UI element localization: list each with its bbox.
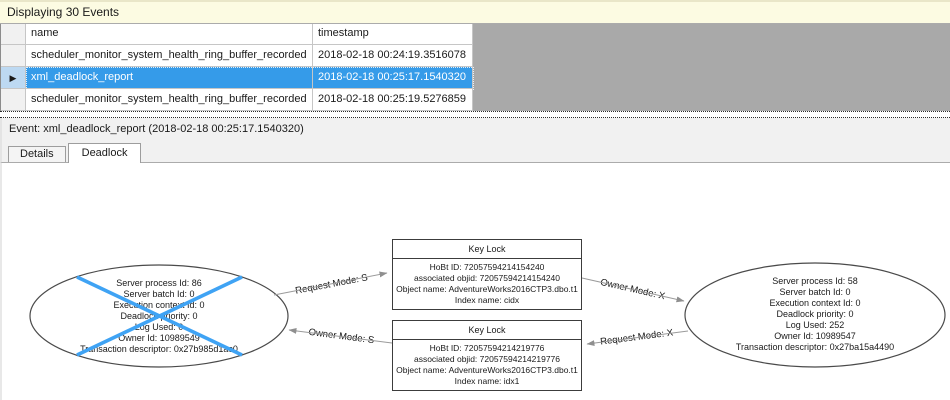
lock-line: HoBt ID: 72057594214219776 [429,343,545,353]
current-row-arrow-icon: ▶ [9,73,17,83]
key-lock-node-idx1[interactable]: Key Lock HoBt ID: 72057594214219776 asso… [392,320,582,391]
event-title: Event: xml_deadlock_report (2018-02-18 0… [9,123,304,135]
lock-title: Key Lock [393,240,581,259]
lock-line: Index name: cidx [454,295,520,305]
lock-line: Index name: idx1 [454,376,520,386]
column-header-name[interactable]: name [26,24,313,45]
events-count-text: Displaying 30 Events [7,5,120,19]
event-row[interactable]: scheduler_monitor_system_health_ring_buf… [1,89,950,111]
process-line: Owner Id: 10989549 [118,333,200,343]
row-selector-cell[interactable] [1,45,26,67]
events-count-bar: Displaying 30 Events [0,0,950,24]
pane-splitter[interactable] [0,111,950,118]
event-name-cell[interactable]: scheduler_monitor_system_health_ring_buf… [26,45,313,67]
row-selector-cell[interactable]: ▶ [1,67,26,89]
process-line: Server batch Id: 0 [123,289,195,299]
process-line: Execution context Id: 0 [113,300,205,310]
tab-deadlock[interactable]: Deadlock [67,143,142,163]
lock-line: Object name: AdventureWorks2016CTP3.dbo.… [396,284,578,294]
key-lock-node-cidx[interactable]: Key Lock HoBt ID: 72057594214154240 asso… [392,239,582,310]
process-line: Execution context Id: 0 [769,298,861,308]
event-timestamp-cell[interactable]: 2018-02-18 00:24:19.3516078 [313,45,473,67]
victim-process-details: Server process Id: 86 Server batch Id: 0… [59,278,259,355]
process-line: Deadlock priority: 0 [776,309,854,319]
lock-line: HoBt ID: 72057594214154240 [429,262,545,272]
lock-line: associated objid: 72057594214154240 [413,273,561,283]
process-line: Server batch Id: 0 [779,287,851,297]
lock-title: Key Lock [393,321,581,340]
event-name-cell[interactable]: scheduler_monitor_system_health_ring_buf… [26,89,313,111]
row-selector-cell[interactable] [1,89,26,111]
events-grid: name timestamp scheduler_monitor_system_… [0,24,950,111]
deadlock-graph-pane: Server process Id: 86 Server batch Id: 0… [0,162,950,400]
process-line: Deadlock priority: 0 [120,311,198,321]
column-header-timestamp[interactable]: timestamp [313,24,473,45]
event-timestamp-cell[interactable]: 2018-02-18 00:25:17.1540320 [313,67,473,89]
event-timestamp-cell[interactable]: 2018-02-18 00:25:19.5276859 [313,89,473,111]
process-line: Log Used: 0 [134,322,184,332]
process-line: Owner Id: 10989547 [774,331,856,341]
process-line: Log Used: 252 [785,320,845,330]
process-line: Server process Id: 86 [116,278,202,288]
process-line: Server process Id: 58 [772,276,858,286]
lock-line: associated objid: 72057594214219776 [413,354,561,364]
process-line: Transaction descriptor: 0x27ba15a4490 [735,342,895,352]
lock-line: Object name: AdventureWorks2016CTP3.dbo.… [396,365,578,375]
detail-tabs: Details Deadlock [8,143,143,163]
event-row-selected[interactable]: ▶ xml_deadlock_report 2018-02-18 00:25:1… [1,67,950,90]
tab-details[interactable]: Details [8,146,66,162]
process-node-ellipse[interactable] [684,262,946,368]
process-line: Transaction descriptor: 0x27b985d1ac0 [80,344,238,354]
event-row[interactable]: scheduler_monitor_system_health_ring_buf… [1,45,950,67]
event-name-cell[interactable]: xml_deadlock_report [26,67,313,89]
process-details: Server process Id: 58 Server batch Id: 0… [715,276,915,353]
row-selector-header-cell[interactable] [1,24,26,45]
event-detail-pane: Event: xml_deadlock_report (2018-02-18 0… [0,118,950,163]
grid-header-row: name timestamp [1,24,950,45]
